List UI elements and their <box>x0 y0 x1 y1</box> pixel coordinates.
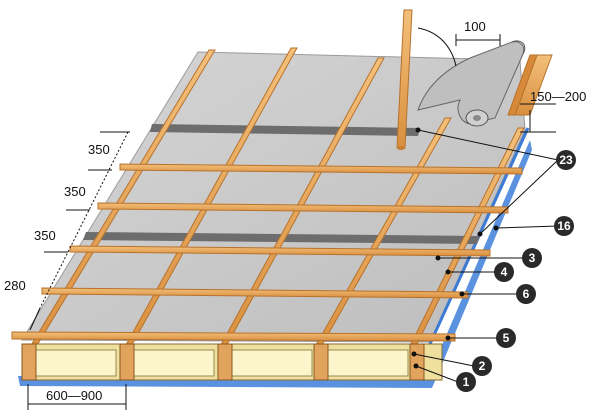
leader-lines <box>413 129 559 383</box>
dim-overlap: 150—200 <box>530 89 586 104</box>
dim-spacing-2: 350 <box>64 184 86 199</box>
svg-text:4: 4 <box>501 265 508 279</box>
callout-6: 6 <box>516 284 536 304</box>
rafter-insulation-row <box>21 343 443 381</box>
dim-lap-width: 100 <box>464 19 486 34</box>
membrane-roll <box>417 40 526 127</box>
callout-2: 2 <box>472 356 492 376</box>
tape-seam-upper <box>150 124 420 136</box>
svg-text:1: 1 <box>463 375 470 389</box>
callout-16: 16 <box>554 216 574 236</box>
dim-spacing-3: 350 <box>34 228 56 243</box>
dimension-lines <box>27 27 556 410</box>
callout-3: 3 <box>522 248 542 268</box>
dim-spacing-1: 350 <box>88 142 110 157</box>
dim-eave-spacing: 280 <box>4 278 26 293</box>
callout-23: 23 <box>556 150 576 170</box>
svg-text:6: 6 <box>523 287 530 301</box>
svg-text:2: 2 <box>479 359 486 373</box>
battens <box>11 163 523 342</box>
svg-text:5: 5 <box>503 331 510 345</box>
leader-dots <box>411 127 499 369</box>
callout-5: 5 <box>496 328 516 348</box>
svg-text:16: 16 <box>557 219 571 233</box>
callout-4: 4 <box>494 262 514 282</box>
svg-text:3: 3 <box>529 251 536 265</box>
svg-text:23: 23 <box>559 153 573 167</box>
dim-rafter-spacing: 600—900 <box>46 388 102 403</box>
callout-1: 1 <box>456 372 476 392</box>
